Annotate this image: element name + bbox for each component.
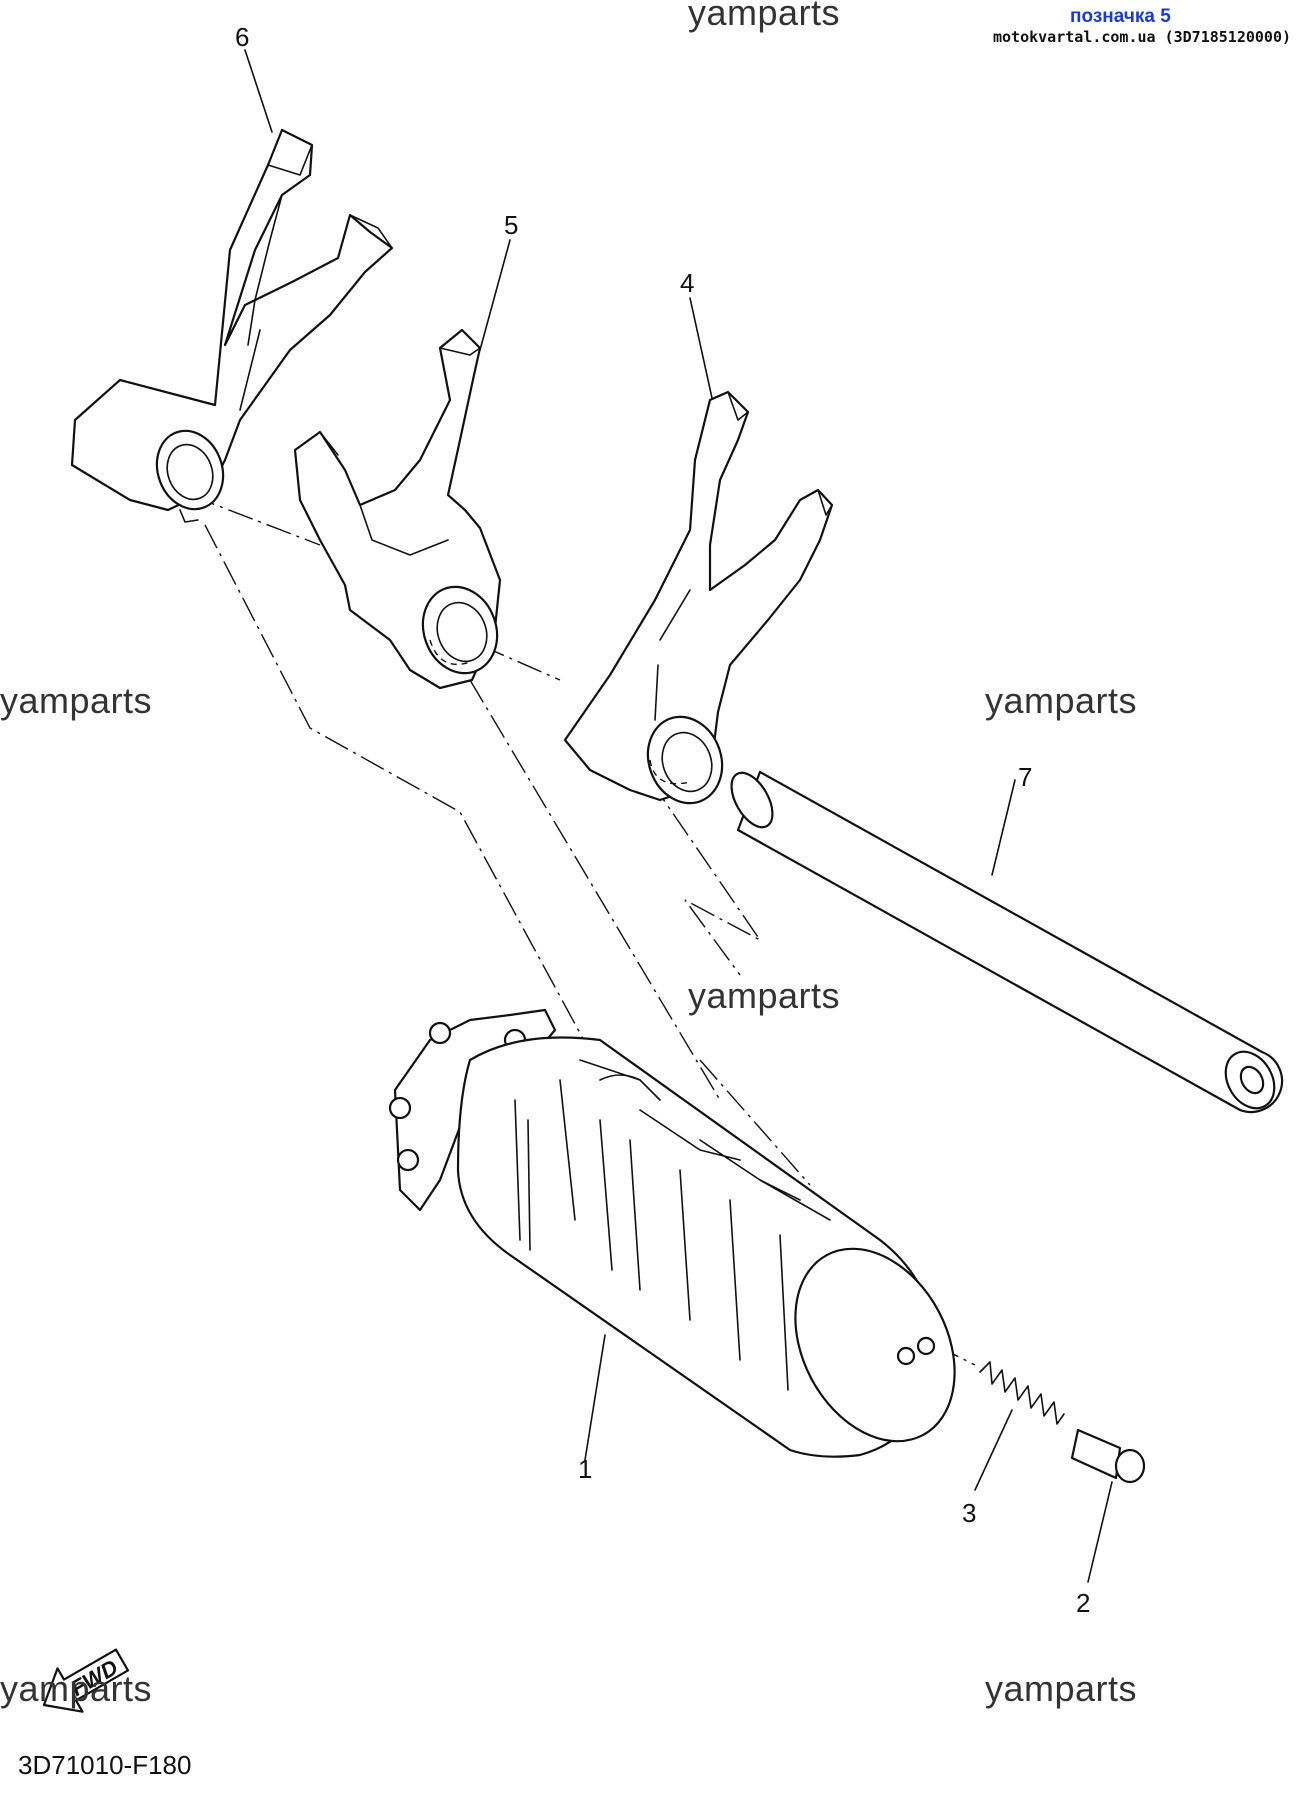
shift-fork-6 [70,128,394,523]
callout-2: 2 [1076,1588,1090,1618]
callout-4: 4 [680,268,694,298]
detent-spring [979,1361,1065,1425]
callout-leaders [244,49,1113,1583]
callout-3: 3 [962,1498,976,1528]
header-label-link[interactable]: позначка 5 [1070,6,1171,27]
callout-7: 7 [1018,762,1032,792]
shift-fork-5 [293,328,502,690]
watermark: yamparts [0,680,153,721]
diagram-code: 3D71010-F180 [18,1750,192,1780]
fork-guide-bar [730,770,1284,1114]
watermark: yamparts [0,1668,153,1709]
watermark: yamparts [985,680,1138,721]
detent-pin [1070,1428,1146,1484]
watermark: yamparts [985,1668,1138,1709]
watermark: yamparts [688,975,841,1016]
shift-fork-4 [563,390,834,805]
watermark: yamparts [688,0,841,33]
callout-5: 5 [504,210,518,240]
shift-drum [388,1008,956,1458]
callout-numbers: 1 2 3 4 5 6 7 [235,22,1090,1618]
header-source-line: motokvartal.com.ua (3D7185120000) [993,28,1292,46]
callout-1: 1 [578,1454,592,1484]
callout-6: 6 [235,22,249,52]
